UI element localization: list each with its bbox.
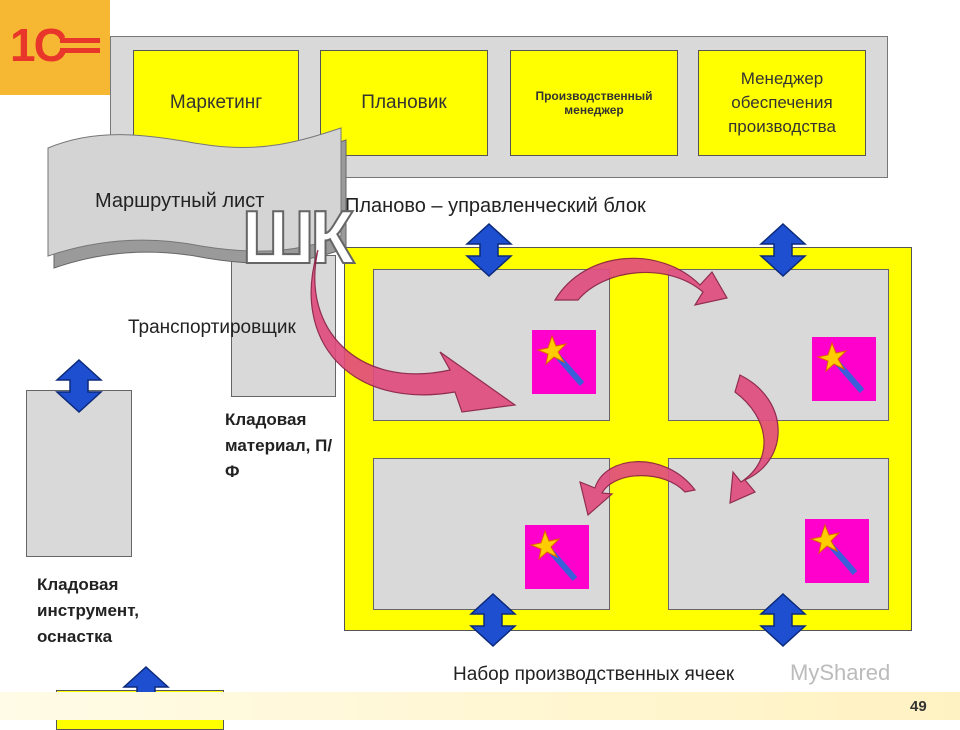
- marketing-label: Маркетинг: [169, 92, 263, 113]
- warehouse-tools-label: Кладовая инструмент, оснастка: [37, 575, 139, 646]
- route-sheet-label: Маршрутный лист: [95, 190, 265, 212]
- warehouse-tools-box: [26, 390, 132, 557]
- planner-label: Плановик: [361, 92, 447, 113]
- double-arrow-icon: [56, 359, 102, 413]
- route-sheet: [47, 127, 347, 269]
- transporter-label: Транспортировщик: [128, 317, 296, 338]
- double-arrow-icon: [466, 223, 512, 277]
- footer-bar: [0, 692, 960, 720]
- production-cells-caption: Набор производственных ячеек: [453, 664, 735, 685]
- production-manager-label: Производственный менеджер: [535, 89, 653, 117]
- production-manager-box: Производственный менеджер: [510, 50, 678, 156]
- planner-box: Плановик: [320, 50, 488, 156]
- magic-wand-icon: [525, 525, 589, 589]
- logo-background: [0, 0, 110, 95]
- double-arrow-icon: [470, 593, 516, 647]
- logo-lines-icon: [60, 38, 100, 53]
- double-arrow-icon: [760, 223, 806, 277]
- warehouse-material-label: Кладовая материал, П/Ф: [225, 410, 333, 481]
- curved-arrow-icon: [729, 374, 779, 504]
- watermark: MyShared: [790, 660, 891, 685]
- double-arrow-icon: [760, 593, 806, 647]
- supply-manager-label: Менеджер обеспечения производства: [728, 69, 836, 136]
- curved-arrow-icon: [579, 461, 697, 517]
- magic-wand-icon: [532, 330, 596, 394]
- curved-arrow-icon: [310, 249, 517, 413]
- magic-wand-icon: [812, 337, 876, 401]
- curved-arrow-icon: [553, 257, 728, 306]
- logo-1c: 1С: [10, 19, 67, 71]
- magic-wand-icon: [805, 519, 869, 583]
- barcode-label: ШК: [241, 195, 355, 281]
- page-number: 49: [910, 698, 927, 715]
- planning-block-caption: Планово – управленческий блок: [345, 195, 646, 217]
- supply-manager-box: Менеджер обеспечения производства: [698, 50, 866, 156]
